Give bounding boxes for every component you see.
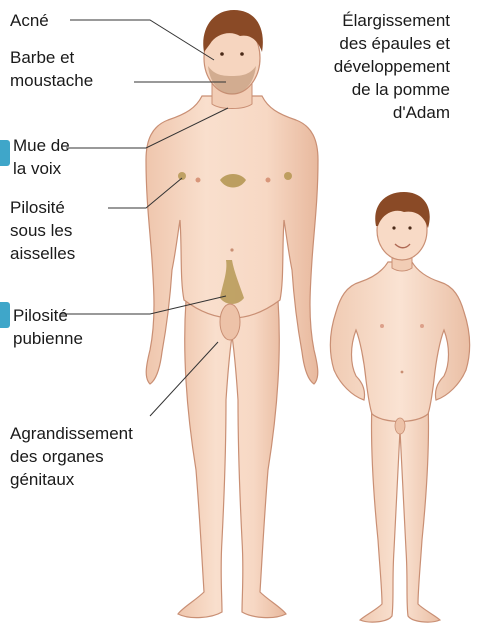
adult-man-figure [146,10,318,618]
man-torso [146,96,318,384]
man-legs [178,300,286,618]
label-pilosite-aisselles: Pilosité sous les aisselles [10,196,75,265]
accent-tab-pubienne [0,302,10,328]
label-mue-voix: Mue de la voix [13,134,70,180]
label-elargissement: Élargissement des épaules et développeme… [334,9,450,124]
child-torso [330,262,469,422]
accent-tab-mue [0,140,10,166]
label-pilosite-pubienne: Pilosité pubienne [13,304,83,350]
child-figure [330,192,469,622]
label-agrandissement: Agrandissement des organes génitaux [10,422,133,491]
label-barbe-moustache: Barbe et moustache [10,46,93,92]
label-acne: Acné [10,9,49,32]
